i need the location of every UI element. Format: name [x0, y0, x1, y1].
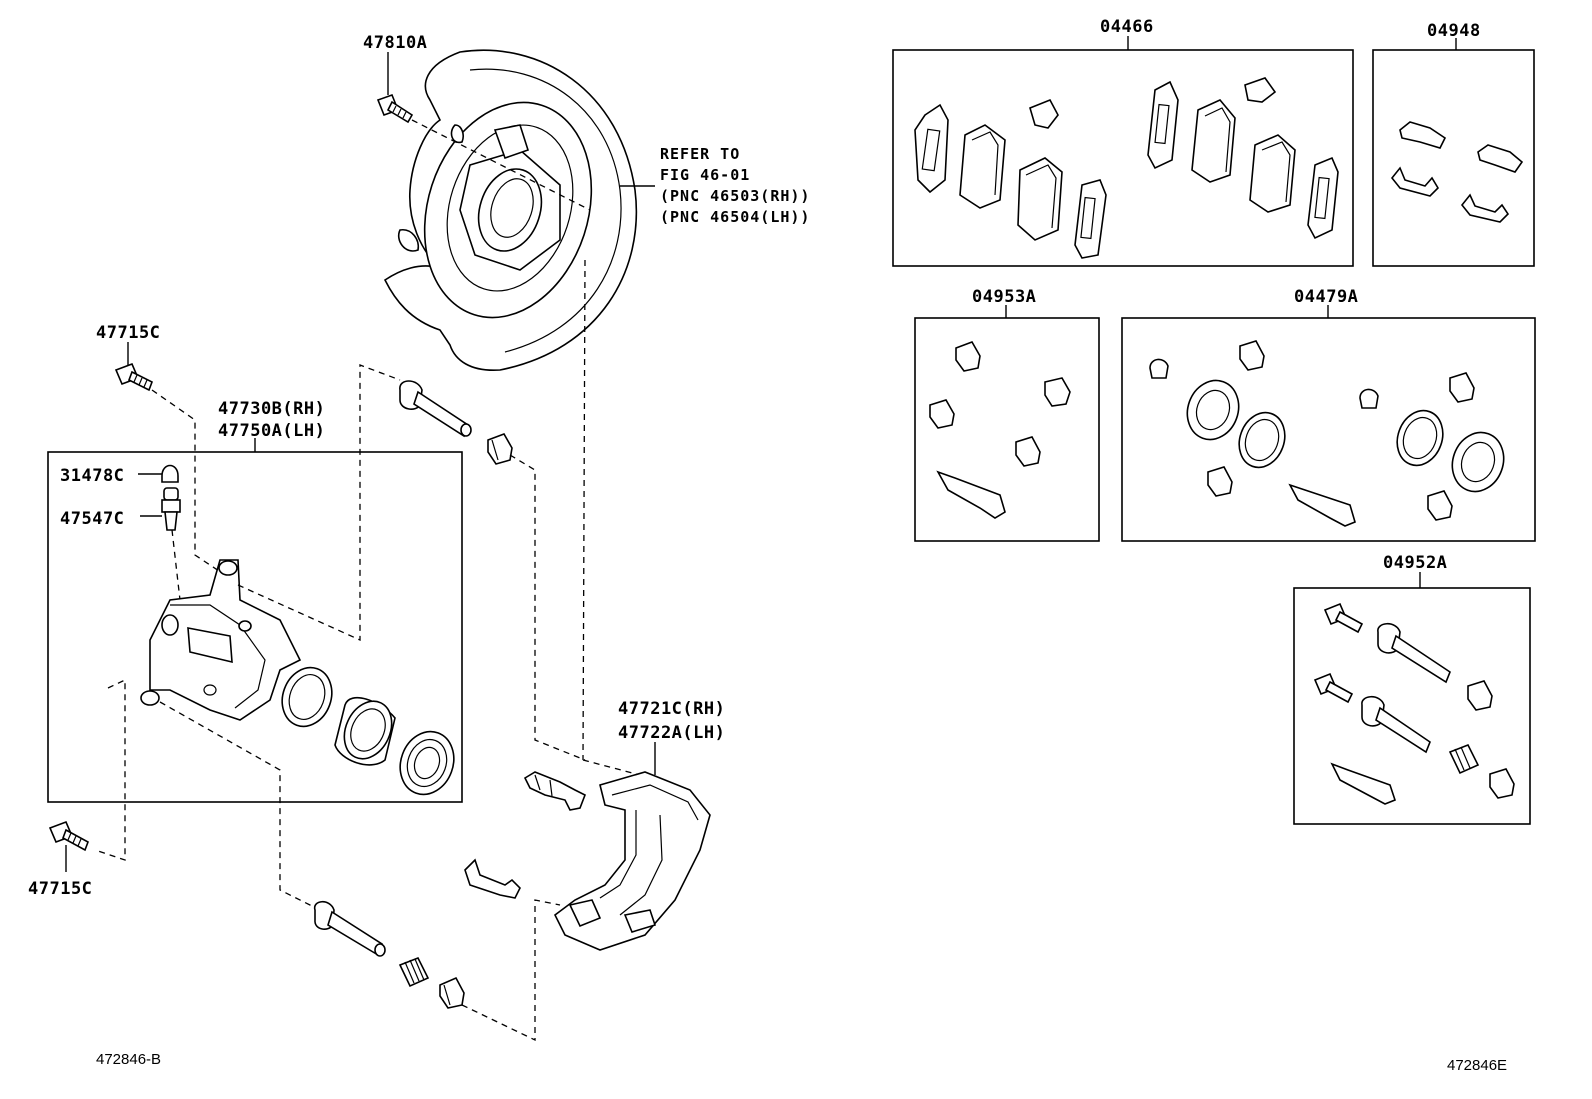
ref-line-3: (PNC 46503(RH))	[660, 187, 810, 205]
bolt-47715C-top	[114, 362, 154, 392]
bolt-47810A	[376, 93, 414, 124]
label-47715C-bottom: 47715C	[28, 879, 92, 899]
piston-boot	[399, 730, 455, 796]
label-31478C: 31478C	[60, 466, 124, 486]
slide-pin-upper	[399, 380, 472, 438]
caliper-bracket	[553, 771, 711, 951]
label-47730B: 47730B(RH)	[218, 399, 325, 419]
slide-pin-lower	[313, 900, 386, 957]
pin-boot-lower	[439, 976, 465, 1009]
footer-code-left: 472846-B	[96, 1051, 161, 1068]
pad-support-clip-upper	[523, 771, 587, 811]
seal-kit-04479A-parts	[1149, 340, 1505, 527]
bolt-47715C-bottom	[48, 820, 89, 852]
label-47750A: 47750A(LH)	[218, 421, 325, 441]
label-04953A: 04953A	[972, 287, 1036, 307]
kit-04953A-box	[914, 317, 1100, 542]
label-47715C-top: 47715C	[96, 323, 160, 343]
footer-code-right: 472846E	[1447, 1057, 1507, 1074]
brake-pad-set	[914, 77, 1339, 259]
label-04948: 04948	[1427, 21, 1481, 41]
slide-pin-kit-04952A-parts	[1313, 602, 1515, 805]
label-04466: 04466	[1100, 17, 1154, 37]
boot-kit-04953A-parts	[929, 341, 1071, 519]
pad-clip-set	[1390, 121, 1524, 223]
ref-line-2: FIG 46-01	[660, 166, 750, 184]
piston-seal	[281, 666, 333, 728]
label-47722A: 47722A(LH)	[618, 723, 725, 743]
pad-support-clip-lower	[464, 858, 521, 899]
kit-04466-box	[892, 49, 1354, 267]
label-04952A: 04952A	[1383, 553, 1447, 573]
pin-spring-lower	[398, 956, 430, 988]
ref-line-1: REFER TO	[660, 145, 740, 163]
bleeder-plug-47547C	[161, 487, 181, 531]
backing-plate	[383, 49, 638, 371]
bleeder-cap-31478C	[161, 464, 179, 483]
pin-boot-upper	[487, 433, 513, 465]
label-47547C: 47547C	[60, 509, 124, 529]
label-47721C: 47721C(RH)	[618, 699, 725, 719]
caliper-body	[140, 559, 302, 721]
kit-04948-box	[1372, 49, 1535, 267]
piston	[334, 696, 396, 766]
kit-04952A-box	[1293, 587, 1531, 825]
ref-line-4: (PNC 46504(LH))	[660, 208, 810, 226]
label-04479A: 04479A	[1294, 287, 1358, 307]
label-47810A: 47810A	[363, 33, 427, 53]
